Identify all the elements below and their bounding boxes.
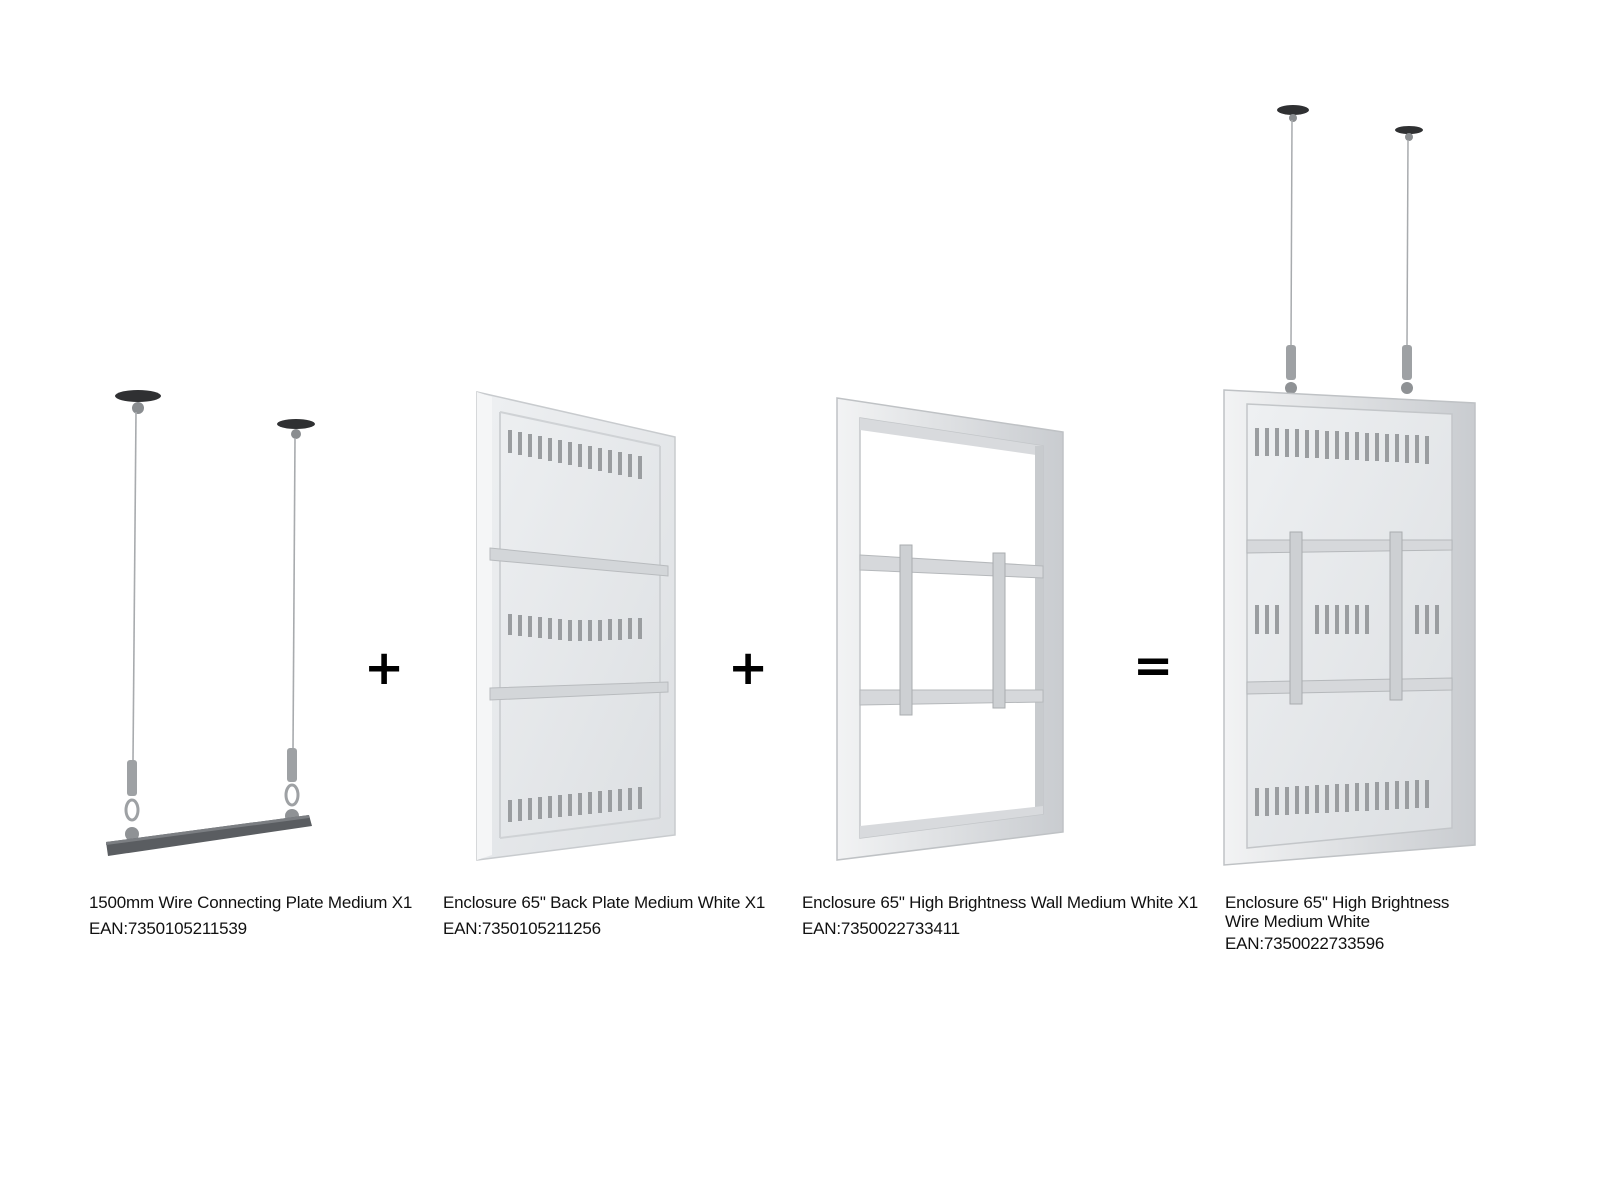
product-name: Enclosure 65" High Brightness Wall Mediu… bbox=[802, 893, 1199, 912]
product-ean: EAN:7350022733596 bbox=[1225, 934, 1385, 953]
equals-sign: = bbox=[1133, 638, 1174, 694]
back-plate-illustration bbox=[476, 391, 676, 861]
product-ean: EAN:7350105211539 bbox=[89, 919, 247, 938]
product-name-line-2: Wire Medium White bbox=[1225, 912, 1370, 931]
product-caption-3: Enclosure 65" High Brightness Wall Mediu… bbox=[802, 893, 1198, 938]
wire-connecting-plate-illustration bbox=[106, 390, 315, 856]
product-caption-4: Enclosure 65" High Brightness Wire Mediu… bbox=[1225, 893, 1449, 953]
wall-enclosure-illustration bbox=[836, 397, 1064, 861]
product-name-line-1: Enclosure 65" High Brightness bbox=[1225, 893, 1450, 912]
product-ean: EAN:7350105211256 bbox=[443, 919, 601, 938]
plus-sign-1: + bbox=[364, 640, 405, 696]
product-caption-2: Enclosure 65" Back Plate Medium White X1… bbox=[443, 893, 765, 938]
product-name: 1500mm Wire Connecting Plate Medium X1 bbox=[89, 893, 413, 912]
product-caption-1: 1500mm Wire Connecting Plate Medium X1 E… bbox=[89, 893, 412, 938]
assembled-enclosure-illustration bbox=[1223, 105, 1476, 866]
plus-sign-2: + bbox=[728, 640, 769, 696]
product-name: Enclosure 65" Back Plate Medium White X1 bbox=[443, 893, 766, 912]
product-ean: EAN:7350022733411 bbox=[802, 919, 960, 938]
